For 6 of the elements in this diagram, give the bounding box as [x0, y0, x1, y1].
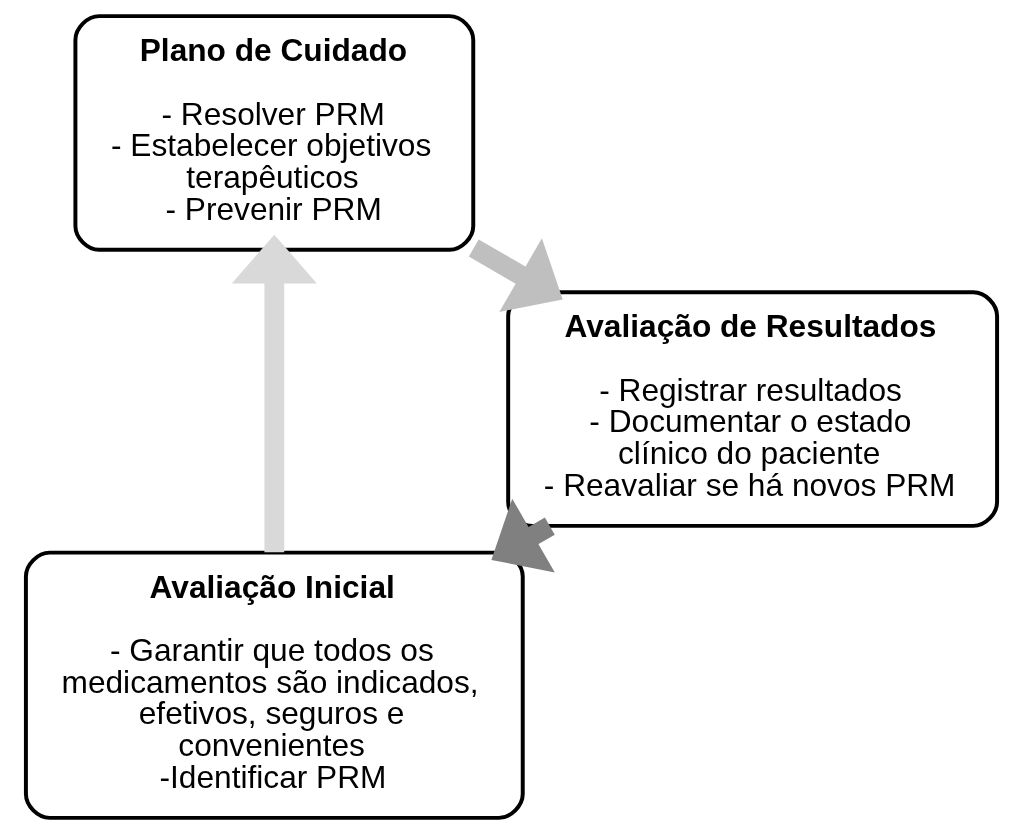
node-box: Avaliação Inicial - Garantir que todos os medicamentos são indicados, efetivos, seguros e convenientes -Identificar PRM	[23, 550, 525, 820]
arrow	[468, 238, 563, 312]
arrow	[491, 498, 555, 573]
node-box: Avaliação de Resultados - Registrar resultados - Documentar o estado clínico do paciente - Reavaliar se há novos PRM	[506, 290, 1000, 528]
node-box: Plano de Cuidado - Resolver PRM - Estabelecer objetivos terapêuticos - Prevenir PRM	[73, 14, 476, 252]
arrow	[231, 234, 317, 553]
